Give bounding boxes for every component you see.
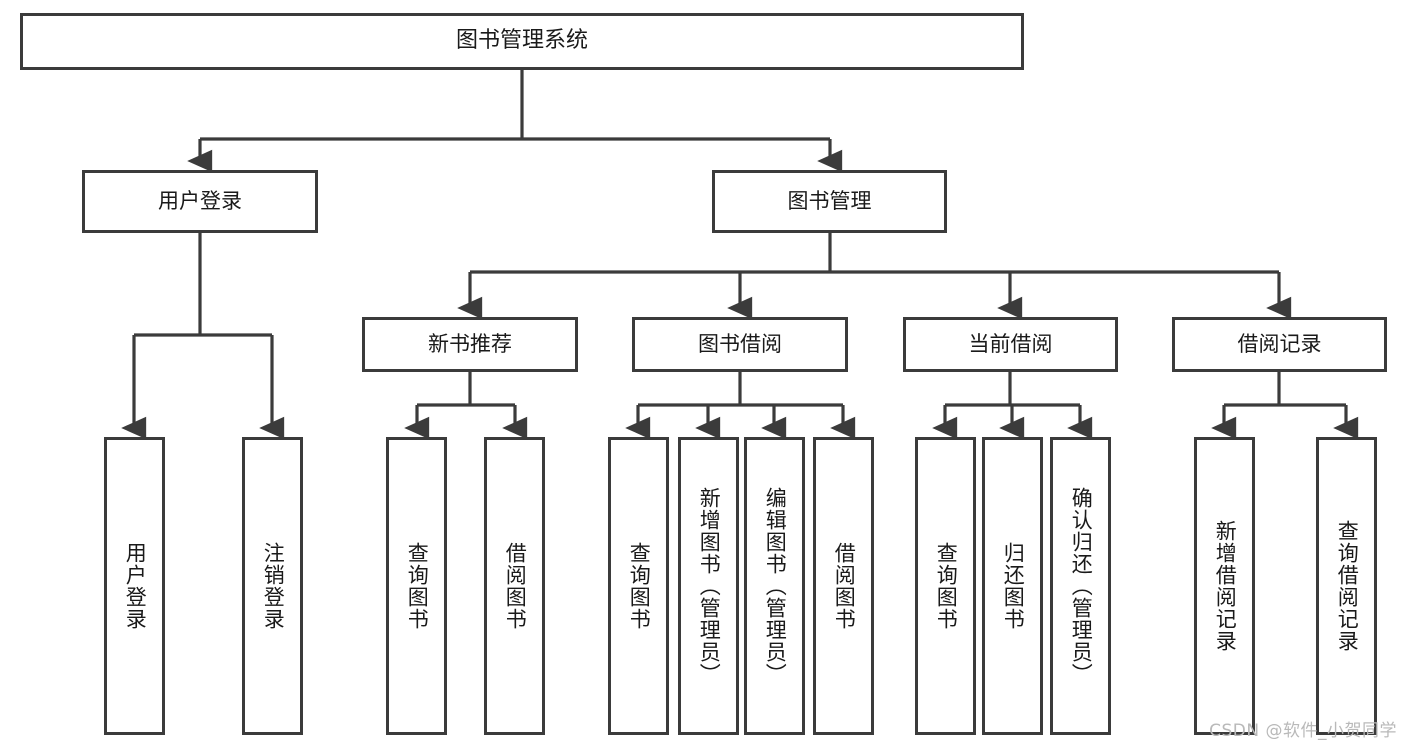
node-book-management[interactable]: 图书管理: [712, 170, 947, 233]
node-leaf-logout[interactable]: 注销登录: [242, 437, 303, 735]
node-leaf-logout-label: 注销登录: [261, 542, 286, 630]
node-leaf-query-book-recommend[interactable]: 查询图书: [386, 437, 447, 735]
node-leaf-add-borrow-record[interactable]: 新增借阅记录: [1194, 437, 1255, 735]
node-book-management-label: 图书管理: [787, 188, 872, 213]
node-user-login[interactable]: 用户登录: [82, 170, 318, 233]
node-leaf-add-borrow-record-label: 新增借阅记录: [1213, 520, 1238, 652]
node-leaf-query-book-current-label: 查询图书: [934, 542, 959, 630]
node-borrow-record-label: 借阅记录: [1237, 331, 1322, 356]
node-leaf-borrow-book-label: 借阅图书: [832, 542, 857, 630]
node-leaf-return-book-label: 归还图书: [1001, 542, 1026, 630]
node-new-book-recommend-label: 新书推荐: [428, 331, 512, 356]
node-book-borrow-label: 图书借阅: [698, 331, 782, 356]
node-leaf-borrow-book-recommend[interactable]: 借阅图书: [484, 437, 545, 735]
node-leaf-query-borrow-record-label: 查询借阅记录: [1335, 520, 1360, 652]
node-current-borrow-label: 当前借阅: [968, 331, 1053, 356]
node-leaf-borrow-book[interactable]: 借阅图书: [813, 437, 874, 735]
node-leaf-edit-book[interactable]: 编辑图书（管理员）: [744, 437, 805, 735]
node-leaf-query-book-current[interactable]: 查询图书: [915, 437, 976, 735]
node-leaf-confirm-return-label: 确认归还（管理员）: [1069, 487, 1094, 685]
node-leaf-query-borrow-record[interactable]: 查询借阅记录: [1316, 437, 1377, 735]
node-book-borrow[interactable]: 图书借阅: [632, 317, 848, 372]
node-leaf-query-book-borrow-label: 查询图书: [627, 542, 652, 630]
node-new-book-recommend[interactable]: 新书推荐: [362, 317, 578, 372]
node-leaf-user-login[interactable]: 用户登录: [104, 437, 165, 735]
node-leaf-query-book-borrow[interactable]: 查询图书: [608, 437, 669, 735]
node-leaf-borrow-book-recommend-label: 借阅图书: [503, 542, 528, 630]
node-leaf-query-book-recommend-label: 查询图书: [405, 542, 430, 630]
node-user-login-label: 用户登录: [158, 188, 242, 213]
csdn-watermark: CSDN @软件_小贺同学: [1209, 721, 1397, 741]
node-leaf-user-login-label: 用户登录: [123, 542, 148, 630]
node-root-system[interactable]: 图书管理系统: [20, 13, 1024, 70]
node-current-borrow[interactable]: 当前借阅: [903, 317, 1118, 372]
node-leaf-add-book-label: 新增图书（管理员）: [697, 487, 722, 685]
node-leaf-confirm-return[interactable]: 确认归还（管理员）: [1050, 437, 1111, 735]
node-borrow-record[interactable]: 借阅记录: [1172, 317, 1387, 372]
node-leaf-edit-book-label: 编辑图书（管理员）: [763, 487, 788, 685]
node-leaf-return-book[interactable]: 归还图书: [982, 437, 1043, 735]
node-leaf-add-book[interactable]: 新增图书（管理员）: [678, 437, 739, 735]
node-root-label: 图书管理系统: [455, 28, 588, 54]
